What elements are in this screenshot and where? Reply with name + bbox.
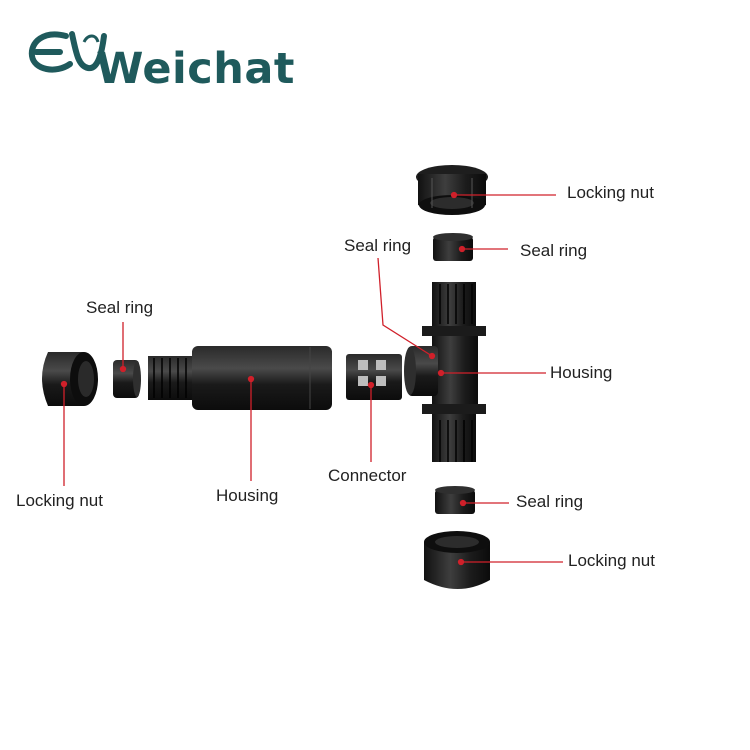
label-top-seal-ring: Seal ring	[520, 241, 588, 260]
label-tee-housing: Housing	[550, 363, 613, 382]
brand-logo: Weichat	[26, 22, 294, 91]
left-seal-ring	[113, 360, 141, 398]
leader-lines	[60, 191, 563, 566]
left-housing	[148, 346, 332, 410]
top-seal-ring	[433, 233, 473, 261]
brand-mark-icon	[28, 31, 107, 73]
bottom-seal-ring	[435, 486, 475, 514]
top-locking-nut	[416, 165, 488, 215]
label-connector: Connector	[328, 466, 407, 485]
label-left-locking-nut: Locking nut	[16, 491, 103, 510]
label-left-seal-ring: Seal ring	[86, 298, 154, 317]
tee-housing	[404, 282, 486, 462]
label-tee-seal-ring: Seal ring	[344, 236, 412, 255]
bottom-locking-nut	[424, 531, 490, 589]
label-bottom-seal-ring: Seal ring	[516, 492, 584, 511]
label-bottom-locking-nut: Locking nut	[568, 551, 655, 570]
left-locking-nut	[42, 352, 98, 406]
label-left-housing: Housing	[216, 486, 279, 505]
label-top-locking-nut: Locking nut	[567, 183, 654, 202]
connector	[346, 354, 402, 400]
leader-tee-seal-ring	[377, 257, 433, 357]
brand-name: Weichat	[96, 44, 295, 94]
